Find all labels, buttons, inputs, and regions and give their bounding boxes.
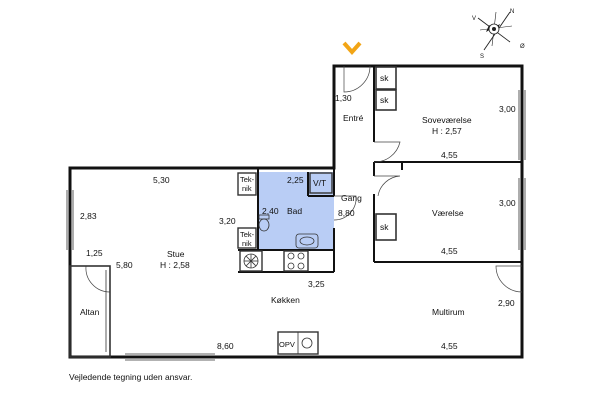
- compass-east: Ø: [520, 44, 525, 50]
- entrance-chevron-icon: [342, 41, 362, 56]
- closet-label-entre: sk: [380, 73, 389, 83]
- room-label-gang: Gang: [341, 193, 362, 203]
- dim-entre-width: 1,30: [335, 93, 352, 103]
- teknik-label-2b: nik: [242, 239, 252, 248]
- teknik-label-1b: nik: [242, 184, 252, 193]
- teknik-label-2: Tek-: [240, 230, 255, 239]
- compass-icon: V N S Ø: [472, 9, 525, 60]
- room-height-stue: H : 2,58: [160, 260, 190, 270]
- interior-walls: [238, 66, 522, 273]
- exterior-walls: [68, 64, 524, 359]
- disclaimer-text: Vejledende tegning uden ansvar.: [69, 372, 193, 382]
- dim-koekken-depth: 3,25: [308, 279, 325, 289]
- room-label-multirum: Multirum: [432, 307, 465, 317]
- stove-icon: [287, 252, 305, 270]
- room-height-sovevaerelse: H : 2,57: [432, 126, 462, 136]
- room-label-entre: Entré: [343, 113, 364, 123]
- compass-north: N: [510, 9, 514, 15]
- room-label-bad: Bad: [287, 206, 302, 216]
- vt-label: V/T: [313, 178, 326, 188]
- windows: [66, 90, 526, 361]
- dim-stue-left: 2,83: [80, 211, 97, 221]
- fan-icon: [243, 253, 259, 269]
- fixture-boxes: [237, 66, 397, 355]
- closet-label-vaerelse: sk: [380, 222, 389, 232]
- toilet-icon: [258, 214, 270, 232]
- dim-sove-width: 4,55: [441, 150, 458, 160]
- room-label-vaerelse: Værelse: [432, 208, 464, 218]
- dim-stue-total: 5,80: [116, 260, 133, 270]
- room-label-stue: Stue: [167, 249, 185, 259]
- dim-bottom-right: 4,55: [441, 341, 458, 351]
- compass-west: V: [472, 16, 476, 22]
- dim-bad-width: 2,25: [287, 175, 304, 185]
- dim-stue-width: 5,30: [153, 175, 170, 185]
- compass-south: S: [480, 54, 484, 60]
- room-label-altan: Altan: [80, 307, 100, 317]
- dim-vaer-width: 4,55: [441, 246, 458, 256]
- sink-icon: [295, 233, 319, 249]
- room-label-sovevaerelse: Soveværelse: [422, 115, 472, 125]
- dim-bad-depth: 2,40: [262, 206, 279, 216]
- opv-label: OPV: [279, 340, 295, 349]
- room-label-koekken: Køkken: [271, 295, 300, 305]
- dim-altan-width: 1,25: [86, 248, 103, 258]
- dim-multi-depth: 2,90: [498, 298, 515, 308]
- altan-balcony: [69, 265, 111, 358]
- dim-bottom-left: 8,60: [217, 341, 234, 351]
- washer-icon: [301, 337, 313, 349]
- dim-sove-depth: 3,00: [499, 104, 516, 114]
- closet-label-gang: sk: [380, 95, 389, 105]
- dim-stue-right: 3,20: [219, 216, 236, 226]
- dim-vaer-depth: 3,00: [499, 198, 516, 208]
- dim-gang-length: 8,80: [338, 208, 355, 218]
- teknik-label-1: Tek-: [240, 175, 255, 184]
